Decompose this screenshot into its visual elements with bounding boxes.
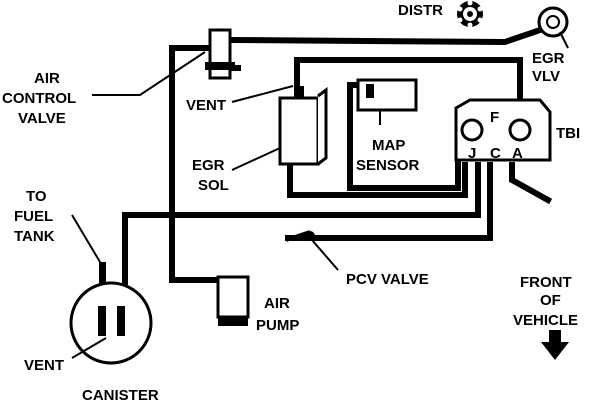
label-egr-vlv-1: EGR — [532, 50, 565, 67]
label-front-1: FRONT — [520, 274, 572, 291]
label-canister: CANISTER — [82, 387, 159, 404]
label-air-pump-2: PUMP — [256, 317, 299, 334]
label-port-c: C — [490, 145, 501, 162]
label-port-f: F — [490, 109, 499, 126]
label-front-3: VEHICLE — [513, 312, 578, 329]
egr-valve-leader — [559, 31, 569, 49]
tbi-unit — [454, 98, 552, 162]
label-port-a: A — [512, 145, 523, 162]
canister — [69, 281, 153, 365]
egr-solenoid — [278, 86, 328, 166]
label-vent-top: VENT — [186, 97, 226, 114]
label-air-control-1: AIR — [34, 70, 60, 87]
hose-tbi-front — [509, 162, 553, 205]
air-control-valve — [205, 28, 235, 80]
label-air-control-3: VALVE — [18, 110, 66, 127]
label-to-fuel-3: TANK — [14, 228, 55, 245]
label-map-2: SENSOR — [356, 157, 420, 174]
label-egr-vlv-2: VLV — [532, 68, 560, 85]
map-sensor — [356, 78, 418, 112]
label-port-j: J — [468, 145, 476, 162]
hose-canister-purge — [122, 162, 481, 308]
pcv-valve — [285, 230, 315, 242]
air-control-leader — [92, 51, 206, 96]
distributor-cap-icon — [457, 0, 483, 28]
label-pcv-valve: PCV VALVE — [346, 271, 429, 288]
vacuum-hoses — [122, 26, 553, 308]
label-map-1: MAP — [372, 137, 405, 154]
vent-top-leader — [231, 85, 294, 103]
label-air-control-2: CONTROL — [2, 90, 76, 107]
hose-egr-valve — [228, 26, 544, 46]
label-egr-sol-2: SOL — [198, 177, 229, 194]
label-vent-bottom: VENT — [24, 357, 64, 374]
label-to-fuel-2: FUEL — [14, 208, 53, 225]
label-to-fuel-1: TO — [26, 188, 47, 205]
hose-air-control-left — [169, 45, 223, 283]
pcv-leader — [311, 239, 339, 271]
down-arrow-icon — [541, 330, 569, 360]
label-egr-sol-1: EGR — [192, 157, 225, 174]
hose-pcv — [285, 162, 493, 241]
hose-egr-sol-tbi — [287, 162, 468, 198]
egr-sol-leader — [231, 147, 281, 171]
vent-bottom-leader — [71, 337, 107, 359]
label-tbi: TBI — [556, 125, 580, 142]
egr-valve-icon — [537, 6, 569, 38]
label-front-2: OF — [540, 292, 561, 309]
label-distr: DISTR — [398, 2, 443, 19]
label-air-pump-1: AIR — [264, 295, 290, 312]
air-pump — [216, 275, 250, 326]
